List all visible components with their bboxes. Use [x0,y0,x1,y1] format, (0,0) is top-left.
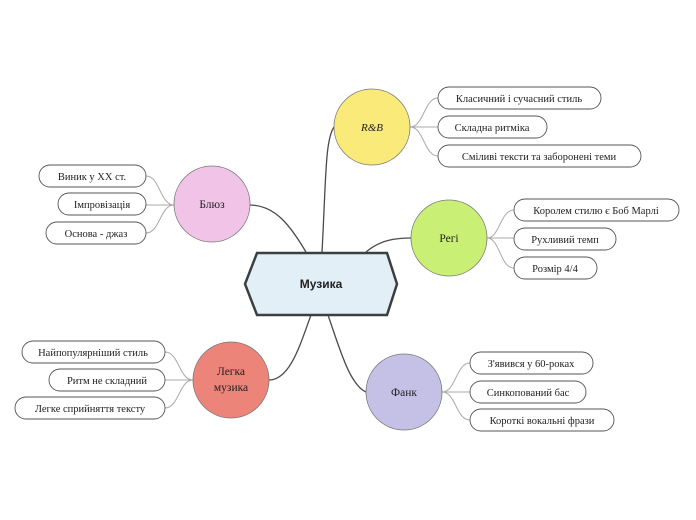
connector-blues [248,204,307,253]
leaf-funk-2[interactable]: Синкопований бас [469,380,587,404]
leaf-light-3[interactable]: Легке сприйняття тексту [14,396,166,420]
topic-funk[interactable]: Фанк [365,353,443,431]
leaf-label: Ритм не складний [67,376,147,387]
leaf-rnb-1[interactable]: Класичний і сучасний стиль [437,86,602,110]
leaf-label: Імпровізація [74,200,130,211]
leaf-rnb-2[interactable]: Складна ритміка [437,115,548,139]
topic-label-light-line2: музика [214,382,248,394]
bracket-rnb [409,97,439,157]
connector-light [268,314,312,381]
topic-label-blues: Блюз [199,199,225,211]
bracket-light [164,351,194,409]
topic-circle-reggae [410,199,488,277]
topic-reggae[interactable]: Регі [410,199,488,277]
topic-blues[interactable]: Блюз [173,165,251,243]
topic-light-music[interactable]: Легка музика [192,341,270,419]
topic-label-funk: Фанк [391,387,417,399]
center-node[interactable]: Музика [243,251,399,317]
leaf-label: Розмір 4/4 [532,264,578,275]
leaf-funk-1[interactable]: З'явився у 60-роках [469,351,594,375]
leaf-label: З'явився у 60-роках [488,359,576,370]
leaf-rnb-3[interactable]: Сміливі тексти та заборонені теми [437,144,642,168]
center-hexagon [243,251,399,317]
connector-funk [327,314,367,393]
bracket-funk [441,362,471,421]
leaf-label: Класичний і сучасний стиль [456,94,582,105]
leaf-brackets [145,97,515,421]
leaf-blues-2[interactable]: Імпровізація [57,192,147,216]
leaf-label: Синкопований бас [487,388,570,399]
topic-label-rnb: R&B [360,122,383,134]
leaf-label: Складна ритміка [455,123,530,134]
leaf-light-1[interactable]: Найпопулярніший стиль [21,340,166,364]
leaf-blues-3[interactable]: Основа - джаз [45,221,147,245]
center-label: Музика [300,277,343,291]
leaf-label: Виник у XX ст. [58,172,126,183]
topic-circle-funk [365,353,443,431]
leaf-label: Короткі вокальні фрази [490,416,595,427]
topic-circle-rnb [333,88,411,166]
bracket-reggae [486,209,515,269]
connector-lines [248,126,413,393]
topic-label-reggae: Регі [439,233,458,245]
leaf-label: Королем стилю є Боб Марлі [533,206,659,217]
leaf-label: Рухливий темп [531,235,599,246]
leaf-reggae-1[interactable]: Королем стилю є Боб Марлі [513,198,680,222]
leaf-reggae-2[interactable]: Рухливий темп [513,227,617,251]
leaf-funk-3[interactable]: Короткі вокальні фрази [469,408,615,432]
topic-rnb[interactable]: R&B [333,88,411,166]
leaf-label: Найпопулярніший стиль [38,348,148,359]
leaf-label: Основа - джаз [65,229,128,240]
topic-circle-blues [173,165,251,243]
leaf-label: Легке сприйняття тексту [35,404,146,415]
connector-reggae [365,237,413,253]
topic-circle-light-music [192,341,270,419]
leaf-blues-1[interactable]: Виник у XX ст. [38,164,147,188]
leaf-light-2[interactable]: Ритм не складний [48,368,166,392]
connector-rnb [321,126,335,253]
leaf-label: Сміливі тексти та заборонені теми [462,152,617,163]
bracket-blues [145,175,175,234]
leaf-reggae-3[interactable]: Розмір 4/4 [513,256,598,280]
topic-label-light-line1: Легка [217,366,245,378]
